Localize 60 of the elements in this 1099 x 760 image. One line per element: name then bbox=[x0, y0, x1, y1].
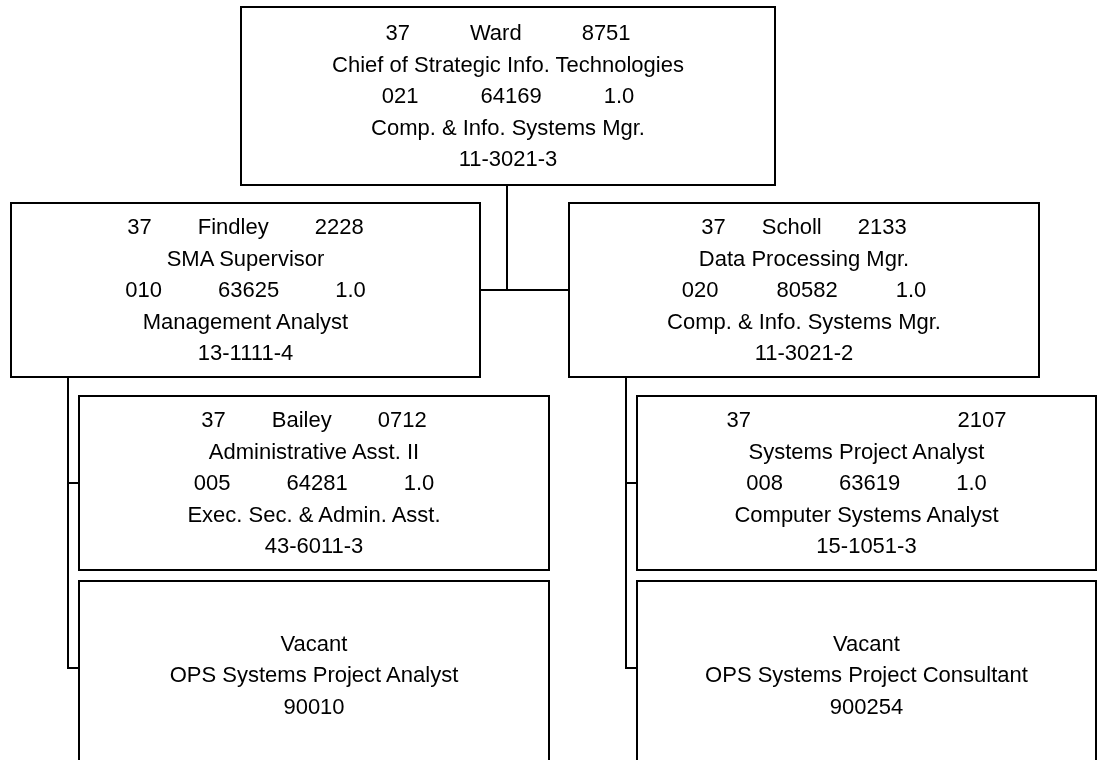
position-text: Administrative Asst. II bbox=[208, 437, 420, 466]
position-text: 37 bbox=[201, 406, 226, 435]
position-text: 8751 bbox=[581, 19, 631, 48]
position-text: 2228 bbox=[314, 213, 364, 242]
position-box bbox=[78, 580, 550, 760]
position-text: 11-3021-3 bbox=[458, 145, 558, 174]
connector-line bbox=[67, 377, 79, 669]
position-text: Comp. & Info. Systems Mgr. bbox=[371, 113, 645, 142]
position-text: 80582 bbox=[776, 276, 838, 305]
position-text: Data Processing Mgr. bbox=[698, 244, 910, 273]
position-text: 37 bbox=[726, 406, 751, 435]
position-text: 1.0 bbox=[335, 276, 366, 305]
position-text: 1.0 bbox=[603, 82, 635, 111]
position-text: 37 bbox=[127, 213, 152, 242]
position-text: 2107 bbox=[957, 406, 1007, 435]
position-text: 010 bbox=[125, 276, 162, 305]
position-text: SMA Supervisor bbox=[166, 244, 325, 273]
position-text: 37 bbox=[385, 19, 410, 48]
position-text: Vacant bbox=[280, 629, 348, 658]
position-text: 63619 bbox=[838, 469, 901, 498]
position-box bbox=[568, 202, 1040, 378]
position-text: 900254 bbox=[829, 692, 904, 721]
position-text: 008 bbox=[746, 469, 783, 498]
position-box bbox=[240, 6, 776, 186]
position-text: Bailey bbox=[271, 406, 332, 435]
connector-line bbox=[506, 185, 569, 291]
position-text: 64169 bbox=[480, 82, 542, 111]
position-text: OPS Systems Project Analyst bbox=[169, 661, 459, 690]
position-box bbox=[636, 395, 1097, 571]
position-text: 1.0 bbox=[895, 276, 927, 305]
position-box bbox=[10, 202, 481, 378]
position-text: 37 bbox=[701, 213, 726, 242]
position-text: 0712 bbox=[377, 406, 427, 435]
position-box bbox=[78, 395, 550, 571]
position-text: 43-6011-3 bbox=[264, 532, 364, 561]
position-text: Exec. Sec. & Admin. Asst. bbox=[187, 500, 441, 529]
position-text: 2133 bbox=[857, 213, 907, 242]
position-text: 020 bbox=[681, 276, 719, 305]
position-text: Systems Project Analyst bbox=[748, 437, 985, 466]
position-text: 64281 bbox=[286, 469, 348, 498]
position-text: 021 bbox=[381, 82, 419, 111]
position-text: Ward bbox=[469, 19, 522, 48]
position-text: Management Analyst bbox=[142, 307, 349, 336]
connector-line bbox=[625, 377, 637, 669]
position-text: Chief of Strategic Info. Technologies bbox=[332, 50, 684, 79]
position-text: 11-3021-2 bbox=[754, 339, 854, 368]
position-text: Comp. & Info. Systems Mgr. bbox=[667, 307, 941, 336]
position-text: Vacant bbox=[833, 629, 900, 658]
position-text: Scholl bbox=[761, 213, 822, 242]
position-text: 1.0 bbox=[956, 469, 987, 498]
position-text: 1.0 bbox=[403, 469, 435, 498]
position-text: Computer Systems Analyst bbox=[734, 500, 999, 529]
position-text: Findley bbox=[197, 213, 269, 242]
position-text: 15-1051-3 bbox=[816, 532, 917, 561]
position-text: OPS Systems Project Consultant bbox=[705, 661, 1028, 690]
position-text: 005 bbox=[193, 469, 231, 498]
position-text: 90010 bbox=[283, 692, 345, 721]
position-box bbox=[636, 580, 1097, 760]
position-text: 13-1111-4 bbox=[197, 339, 294, 368]
position-text: 63625 bbox=[217, 276, 280, 305]
